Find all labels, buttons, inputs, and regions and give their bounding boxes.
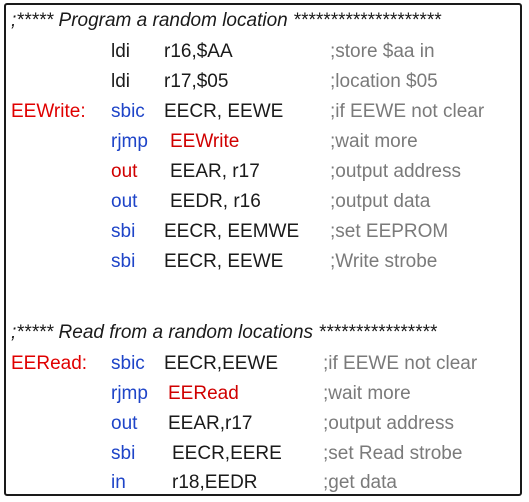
operand: r18,EEDR — [172, 472, 258, 493]
mnemonic: in — [111, 472, 126, 493]
section2-header-line: ;***** Read from a random locations ****… — [0, 318, 529, 348]
comment: ;output data — [330, 191, 431, 212]
operand: EEAR, r17 — [170, 161, 260, 182]
mnemonic: sbi — [111, 221, 136, 242]
code-line: out EEAR,r17 ;output address — [0, 409, 529, 439]
code-line: rjmp EERead ;wait more — [0, 379, 529, 409]
mnemonic: out — [111, 191, 138, 212]
mnemonic: sbic — [111, 353, 145, 374]
comment: ;output address — [323, 413, 454, 434]
comment: ;if EEWE not clear — [323, 353, 478, 374]
code-listing-frame — [4, 3, 522, 496]
mnemonic: sbi — [111, 251, 136, 272]
code-line: sbi EECR,EERE ;set Read strobe — [0, 439, 529, 469]
comment: ;output address — [330, 161, 461, 182]
operand: r16,$AA — [164, 41, 233, 62]
code-line: ldi r17,$05 ;location $05 — [0, 67, 529, 97]
code-line: sbi EECR, EEMWE ;set EEPROM — [0, 217, 529, 247]
comment: ;wait more — [330, 131, 418, 152]
mnemonic: sbi — [111, 443, 136, 464]
code-line: in r18,EEDR ;get data — [0, 468, 529, 498]
operand: EEDR, r16 — [170, 191, 261, 212]
operand: EEAR,r17 — [168, 413, 253, 434]
label: EEWrite: — [11, 101, 86, 122]
code-line: EERead: sbic EECR,EEWE ;if EEWE not clea… — [0, 349, 529, 379]
operand: EEWrite — [170, 131, 240, 152]
mnemonic: sbic — [111, 101, 145, 122]
mnemonic: out — [111, 413, 138, 434]
comment: ;if EEWE not clear — [330, 101, 485, 122]
operand: EECR,EERE — [172, 443, 282, 464]
comment: ;wait more — [323, 383, 411, 404]
mnemonic: rjmp — [111, 131, 148, 152]
comment: ;Write strobe — [330, 251, 438, 272]
comment: ;set Read strobe — [323, 443, 463, 464]
mnemonic: ldi — [111, 71, 131, 92]
code-line: ldi r16,$AA ;store $aa in — [0, 37, 529, 67]
mnemonic: out — [111, 161, 138, 182]
section2-header: ;***** Read from a random locations ****… — [11, 322, 437, 343]
operand: EECR, EEWE — [164, 251, 284, 272]
section1-header-line: ;***** Program a random location *******… — [0, 6, 529, 36]
mnemonic: ldi — [111, 41, 131, 62]
code-line: EEWrite: sbic EECR, EEWE ;if EEWE not cl… — [0, 97, 529, 127]
code-line: out EEDR, r16 ;output data — [0, 187, 529, 217]
code-line: sbi EECR, EEWE ;Write strobe — [0, 247, 529, 277]
operand: r17,$05 — [164, 71, 229, 92]
comment: ;location $05 — [330, 71, 438, 92]
operand: EECR,EEWE — [164, 353, 279, 374]
code-line: out EEAR, r17 ;output address — [0, 157, 529, 187]
operand: EECR, EEMWE — [164, 221, 300, 242]
code-line: rjmp EEWrite ;wait more — [0, 127, 529, 157]
operand: EECR, EEWE — [164, 101, 284, 122]
comment: ;set EEPROM — [330, 221, 449, 242]
comment: ;store $aa in — [330, 41, 435, 62]
label: EERead: — [11, 353, 88, 374]
mnemonic: rjmp — [111, 383, 148, 404]
comment: ;get data — [323, 472, 397, 493]
operand: EERead — [168, 383, 239, 404]
section1-header: ;***** Program a random location *******… — [11, 10, 441, 31]
